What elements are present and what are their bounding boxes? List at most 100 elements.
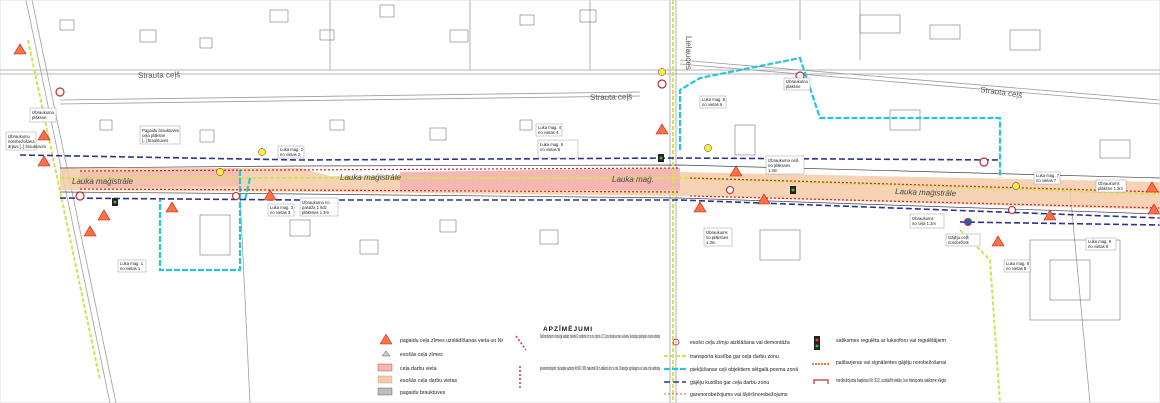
- street-label-strauta-1: Strauta ceļš: [138, 70, 180, 80]
- callout-text: Gājēju ceļš: [948, 235, 969, 240]
- callout-c18: Luka mag. 9 no vietas 9: [1085, 237, 1117, 251]
- legend-item: garenorobežojums: divpusīgie vadstatņi N…: [540, 366, 660, 372]
- info-sign-icon: [258, 148, 266, 156]
- callout-text: no vietas 8: [1006, 266, 1027, 271]
- callout-text: Izbraukuma ceļš: [768, 158, 799, 163]
- legend-item: pašbarjeras vai signālentes gājēju norob…: [836, 360, 946, 366]
- callout-c4: Luka mag. 1 no vietas 1: [117, 259, 147, 273]
- warning-sign-icon: [991, 235, 1005, 247]
- callout-text: no vietas 7: [1036, 178, 1057, 183]
- warning-sign-icon: [83, 225, 97, 237]
- warning-sign-icon: [37, 155, 51, 167]
- callout-c17: Gājēju ceļš norobežots: [945, 233, 981, 247]
- callout-text: pasāža 1 līdz: [302, 205, 327, 210]
- callout-text: Luka mag. 7: [1036, 173, 1060, 178]
- callout-text: plāksne: [786, 84, 801, 89]
- warning-sign-icon: [693, 201, 707, 213]
- warning-sign-icon: [1145, 181, 1159, 193]
- callout-c9: Luka mag. 5 no vietas 5: [537, 139, 579, 159]
- callout-text: norobežošana: [8, 139, 35, 144]
- prohibition-sign-icon: [979, 157, 989, 167]
- street-label-lauka-left: Lauka maģistrāle: [72, 177, 133, 186]
- callout-text: plāksnes 1.3m: [302, 210, 330, 215]
- street-label-lauka-right: Lauka maģistrāle: [895, 187, 957, 198]
- callout-c3: Pagaidu brauktuves ceļa plāksne [..] bra…: [139, 125, 181, 145]
- info-sign-icon: [216, 168, 224, 176]
- callout-text: 1.3m: [706, 240, 716, 245]
- warning-sign-icon: [13, 43, 27, 55]
- callout-text: no vietas 1: [120, 266, 141, 271]
- callout-c12: Izbraukuma ceļš no plāksnes 1.3m: [765, 155, 805, 175]
- street-label-lielauce: Lielauces: [684, 36, 693, 70]
- info-sign-icon: [704, 144, 712, 152]
- callout-text: Izbraukumu: [8, 134, 31, 139]
- traffic-light-icon: [112, 198, 118, 206]
- callout-c8: Luka mag. 4 no vietas 4: [535, 123, 563, 137]
- traffic-light-icon: [658, 154, 664, 162]
- callout-text: Izbraukums: [706, 230, 728, 235]
- callout-text: plāksne: [32, 115, 47, 120]
- legend: APZĪMĒJUMI pagaidu ceļa zīmes uzstādīšan…: [377, 325, 946, 398]
- prohibition-sign-icon: [231, 191, 241, 201]
- callout-c16: Izbraukums plāksne 1.3m: [1095, 179, 1127, 193]
- vehicle-route: [19, 154, 1160, 226]
- legend-item: transporta kustība gar ceļa darbu zonu: [690, 354, 779, 360]
- street-label-lauka-mid: Lauka maģistrāle: [340, 173, 401, 182]
- buildings: [59, 4, 1131, 321]
- callout-text: Luka mag. 9: [1088, 239, 1112, 244]
- callout-text: Izbraukuma no: [302, 200, 330, 205]
- legend-item: ceļa darbu vieta: [400, 366, 437, 372]
- callout-text: ārpus [..] brauktuves: [8, 144, 46, 149]
- legend-col4: satiksmes regulēta ar luksoforu vai regu…: [812, 336, 946, 384]
- info-sign-icon: [658, 68, 666, 76]
- callout-text: no vietas 4: [538, 130, 559, 135]
- callout-c14: Luka mag. 7 no vietas 7: [1033, 171, 1061, 185]
- warning-sign-icon: [263, 189, 277, 201]
- callout-text: Luka mag. 2: [280, 147, 304, 152]
- callout-text: Luka mag. 6: [702, 97, 726, 102]
- callouts: Izbraukuma plāksne Izbraukumu norobežoša…: [5, 77, 1127, 273]
- warning-sign-icon: [97, 209, 111, 221]
- callout-c1: Izbraukuma plāksne: [29, 107, 57, 123]
- callout-text: no ceļa 1.3m: [912, 221, 936, 226]
- callout-c13: Izbraukuma plāksne: [783, 77, 811, 91]
- callout-text: Luka mag. 3: [270, 205, 294, 210]
- legend-title: APZĪMĒJUMI: [543, 325, 593, 333]
- legend-item: esošās ceļa darbu vietas: [400, 378, 458, 384]
- street-label-lauka-center: Lauka maģ.: [612, 175, 654, 184]
- callout-text: Pagaidu brauktuves: [142, 128, 179, 133]
- legend-item: esošās ceļa zīmes: [400, 352, 443, 358]
- legend-item: pagaidu brauktuves: [400, 390, 446, 396]
- prohibition-sign-icon: [55, 87, 65, 97]
- prohibition-sign-icon: [1007, 205, 1017, 215]
- callout-text: Izbraukuma: [32, 110, 55, 115]
- callout-text: no plāksnes: [706, 235, 728, 240]
- legend-col3: esošo ceļa zīmju aizklāšana vai demontāž…: [664, 338, 798, 398]
- callout-c19: Izbraukums no ceļa 1.3m: [909, 213, 945, 229]
- warning-sign-icon: [37, 129, 51, 141]
- pedestrian-route: [158, 56, 1002, 272]
- callout-text: Luka mag. 5: [540, 142, 564, 147]
- prohibition-sign-icon: [75, 191, 85, 201]
- legend-item: garenorobežojums vai šķēršnorobežojums: [690, 392, 788, 398]
- callout-c7: Izbraukuma no pasāža 1 līdz plāksnes 1.3…: [299, 197, 339, 217]
- callout-text: norobežots: [948, 240, 969, 245]
- warning-sign-icon: [729, 165, 743, 177]
- callout-text: [..] brauktuves: [142, 138, 168, 143]
- legend-col1: pagaidu ceļa zīmes uzstādīšanas vieta un…: [377, 333, 504, 396]
- legend-item: piekļūšanas ceļi objektiem sētgalā posma…: [690, 367, 798, 373]
- traffic-light-icon: [790, 186, 796, 194]
- callout-text: ceļa plāksne: [142, 133, 166, 138]
- main-road-edges: [59, 164, 1160, 215]
- prohibition-sign-icon: [725, 185, 735, 195]
- callout-c6: Luka mag. 3 no vietas 3: [267, 203, 295, 217]
- prohibition-sign-icon: [964, 218, 972, 226]
- callout-text: Izbraukums: [912, 216, 934, 221]
- road-signs: [13, 43, 1160, 247]
- callout-text: Izbraukuma: [786, 79, 809, 84]
- callout-c15: Luka mag. 8 no vietas 8: [1003, 259, 1031, 273]
- callout-text: Luka mag. 8: [1006, 261, 1030, 266]
- callout-c10: Luka mag. 6 no vietas 6: [699, 95, 727, 109]
- prohibition-sign-icon: [657, 79, 667, 89]
